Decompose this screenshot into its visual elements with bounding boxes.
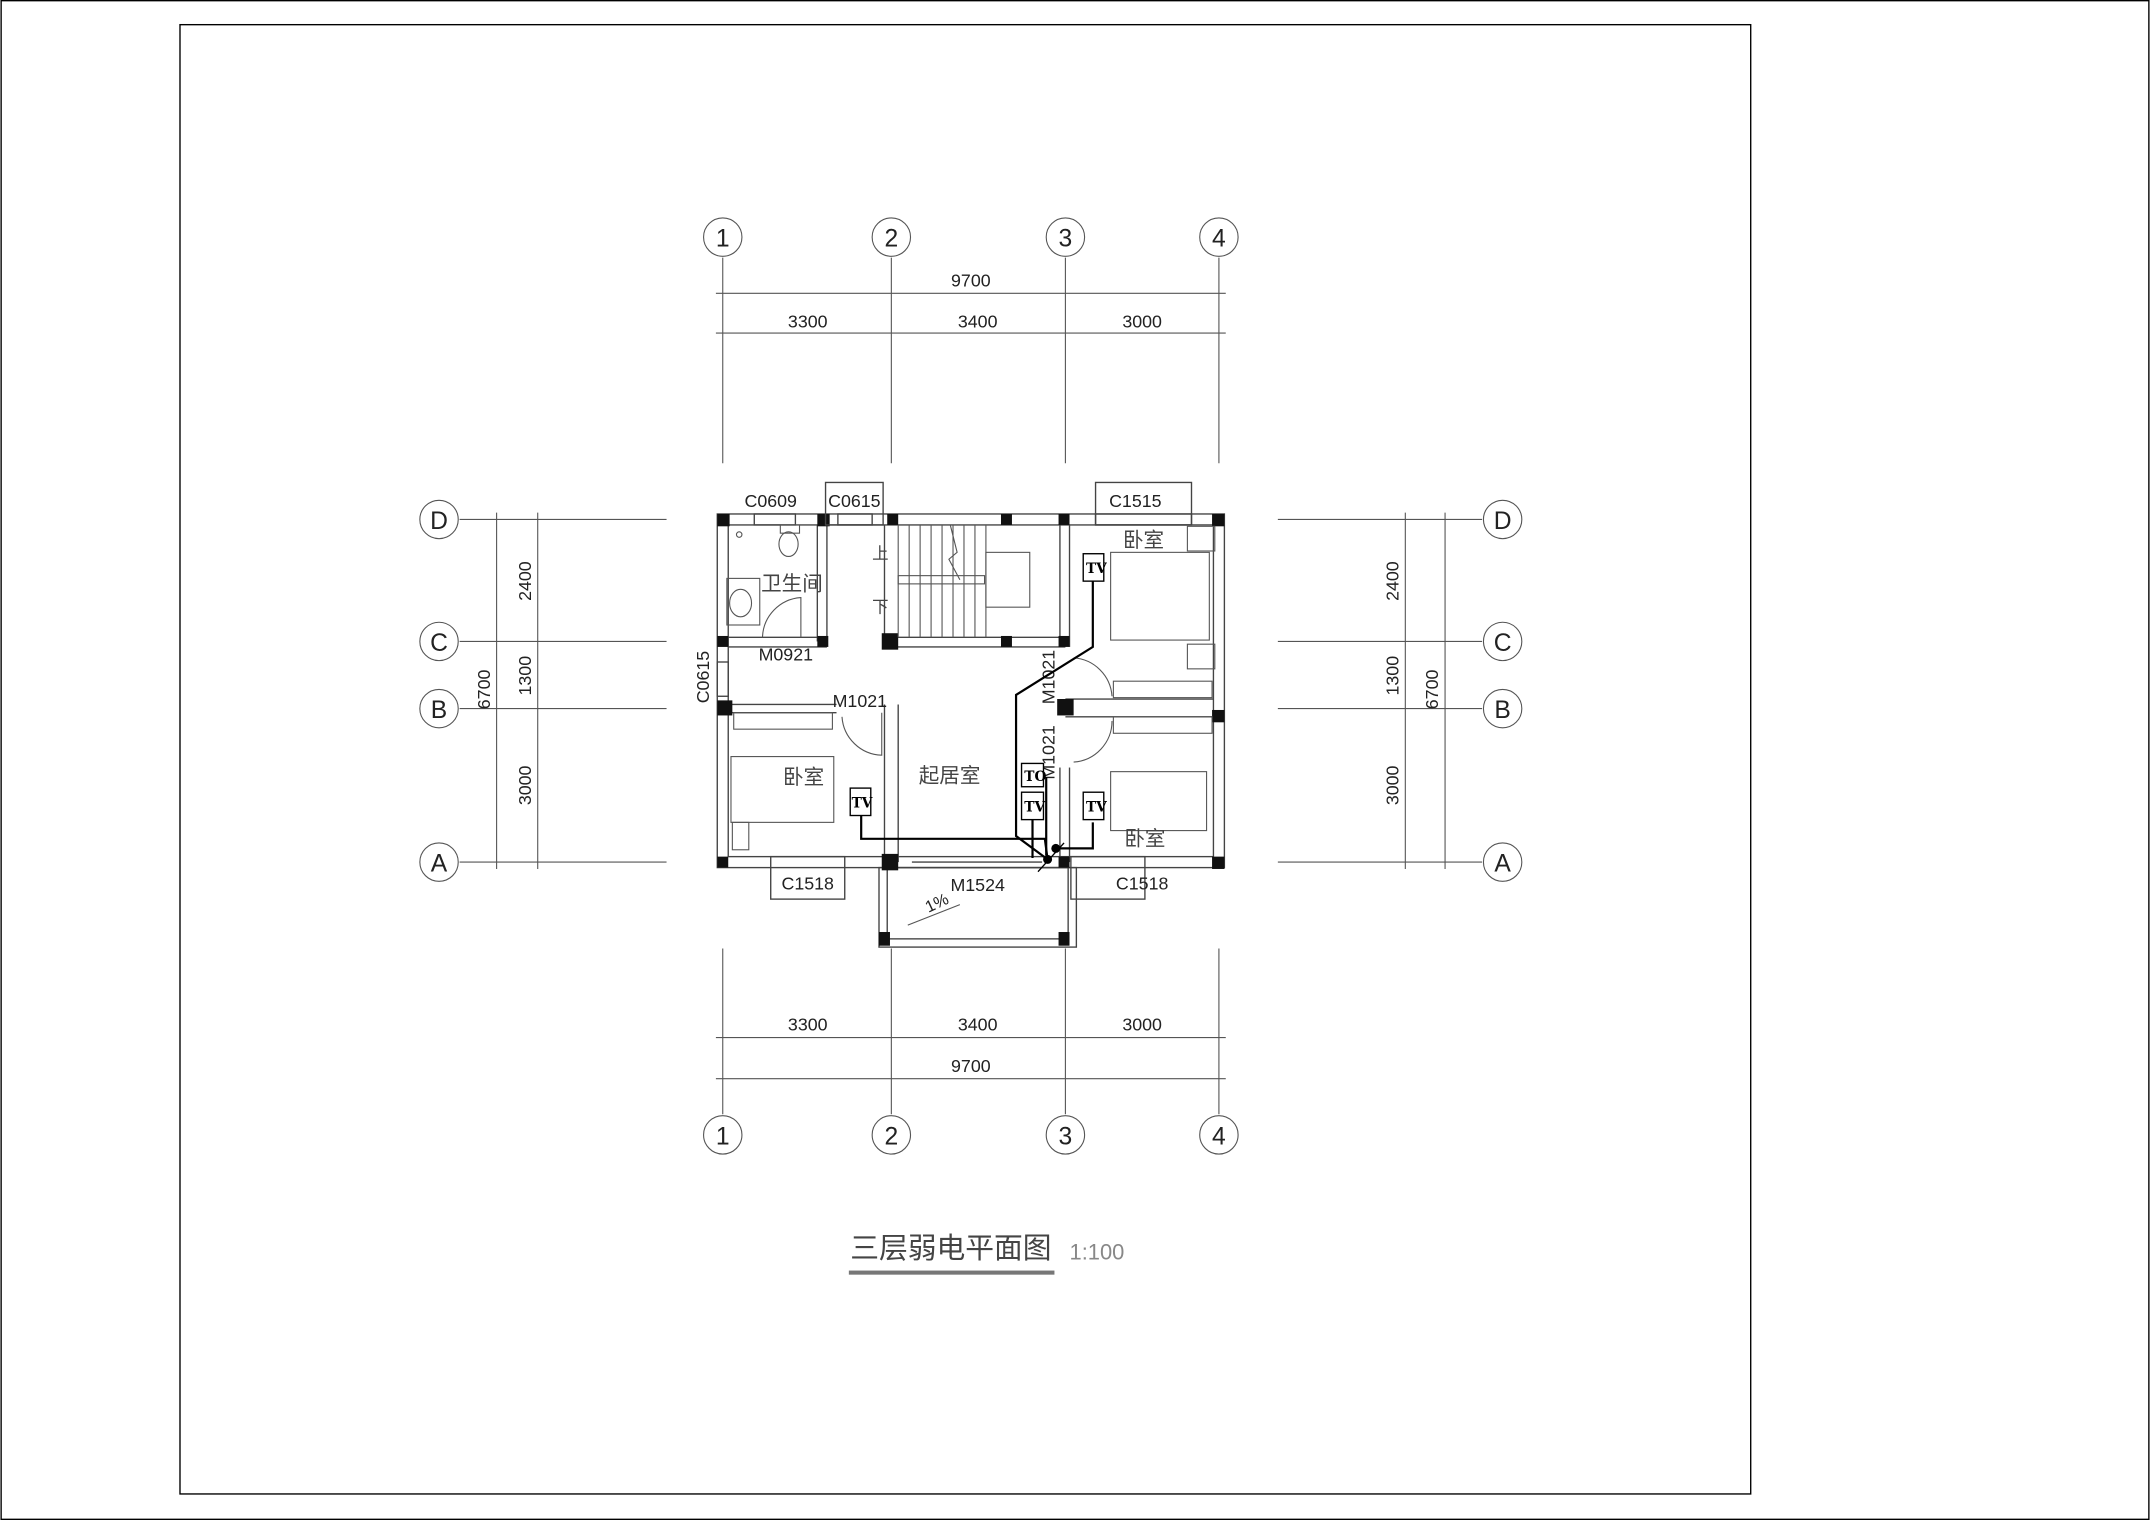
dim-bottom-span-2: 3400 [958,1015,998,1035]
window-c0609-label: C0609 [744,491,797,511]
stair-labels: 上 下 [872,544,888,616]
axis-label-a-left: A [431,851,448,878]
room-bathroom-label: 卫生间 [761,572,823,596]
outlets: TV TV TO TV TV [849,553,1107,821]
grid-extension-lines [459,257,1483,1115]
axis-label-4-bottom: 4 [1212,1123,1226,1150]
dim-top-span-2: 3400 [958,312,998,332]
opening-labels: C0609 C0615 C1515 C0615 M0921 M1021 M102… [693,491,1168,895]
axis-bubbles [419,217,1523,1155]
room-bedroom-se-label: 卧室 [1124,827,1165,851]
fixtures-furniture [726,524,1216,851]
axis-label-c-left: C [430,630,448,657]
drawing-scale: 1:100 [1070,1240,1125,1265]
axis-label-d-left: D [430,508,448,535]
tv-outlet-se: TV [1086,799,1107,815]
axis-label-b-right: B [1494,697,1510,724]
window-c1515-label: C1515 [1109,491,1162,511]
dim-left-span-3: 3000 [515,765,535,805]
tv-outlet-left: TV [852,795,873,811]
window-c0615-top-label: C0615 [828,491,881,511]
axis-label-1-bottom: 1 [716,1123,730,1150]
axis-label-2-bottom: 2 [884,1123,898,1150]
dim-right-span-2: 1300 [1382,656,1402,696]
washbasin-icon [726,577,761,626]
door-m1524-label: M1524 [950,875,1005,895]
axis-label-b-left: B [431,697,447,724]
bed-se [1110,771,1208,832]
dim-top-span-1: 3300 [788,312,828,332]
bed-left [730,756,835,823]
dim-bottom-span-3: 3000 [1122,1015,1162,1035]
door-m1021-left-label: M1021 [833,691,888,711]
dim-top-span-3: 3000 [1122,312,1162,332]
tv-outlet-ne: TV [1086,561,1107,577]
axis-label-a-right: A [1494,851,1511,878]
room-bedroom-left-label: 卧室 [783,765,824,789]
staircase [897,524,1031,638]
drawing-frame [179,23,1752,1495]
wardrobe-left [733,712,833,730]
slope-label: 1% [922,890,951,917]
axis-label-4-top: 4 [1212,226,1226,253]
room-labels: 卫生间 起居室 卧室 卧室 卧室 [761,528,1165,851]
axis-label-3-top: 3 [1059,226,1073,253]
window-c1518-right-label: C1518 [1116,874,1169,894]
structural-columns [717,513,1225,946]
data-outlet-center: TO [1024,769,1046,785]
axis-label-2-top: 2 [884,226,898,253]
axis-labels: 1 2 3 4 1 2 3 4 D C B A D C B A [430,226,1511,1151]
wardrobe-se [1112,716,1213,734]
window-c0615-left-label: C0615 [693,651,713,704]
dim-left-span-2: 1300 [515,656,535,696]
dim-right-span-3: 3000 [1382,765,1402,805]
wardrobe-ne [1112,680,1213,699]
dim-right-total: 6700 [1422,670,1442,710]
dim-right-span-1: 2400 [1382,561,1402,601]
dim-bottom-total: 9700 [951,1056,991,1076]
stair-up-label: 上 [872,544,888,563]
door-m1021-upper-label: M1021 [1038,650,1058,705]
axis-label-c-right: C [1494,630,1512,657]
windows [716,481,1193,900]
dim-left-span-1: 2400 [515,561,535,601]
tv-outlet-center: TV [1024,799,1045,815]
axis-label-3-bottom: 3 [1059,1123,1073,1150]
dim-bottom-span-1: 3300 [788,1015,828,1035]
toilet-icon [778,531,799,558]
drawing-title: 三层弱电平面图 [850,1231,1051,1265]
window-c1518-left-label: C1518 [782,874,835,894]
axis-label-d-right: D [1494,508,1512,535]
dimension-labels: 9700 3300 3400 3000 3300 3400 3000 9700 … [474,270,1442,1075]
title-underline [848,1270,1055,1275]
stair-down-label: 下 [872,598,888,617]
room-living-label: 起居室 [919,764,981,788]
dim-left-total: 6700 [474,670,494,710]
room-bedroom-ne-label: 卧室 [1123,528,1164,552]
door-m0921-label: M0921 [759,645,814,665]
weak-current-wiring [860,581,1094,873]
dim-top-total: 9700 [951,270,991,290]
axis-label-1-top: 1 [716,226,730,253]
door-swings [761,596,1113,926]
bed-ne [1110,551,1210,641]
